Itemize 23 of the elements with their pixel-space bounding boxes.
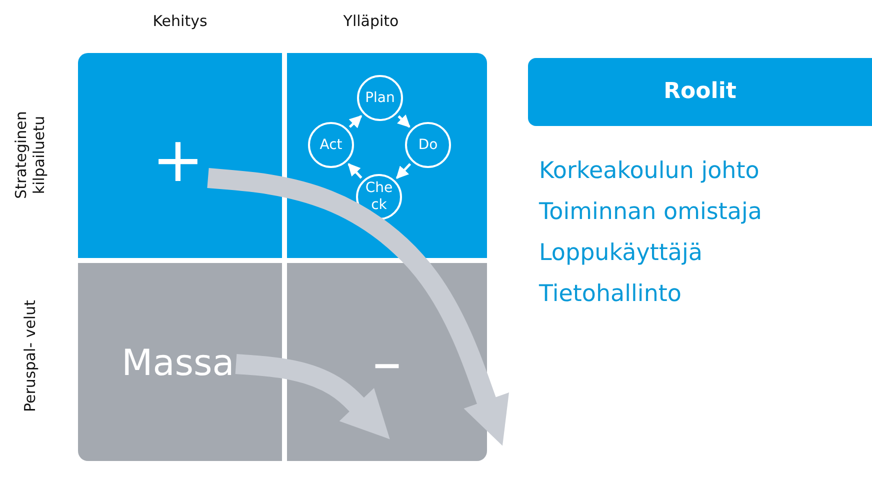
cycle-arrow <box>397 114 410 128</box>
header-box: Roolit <box>528 58 872 126</box>
plus-sign: + <box>148 128 208 192</box>
row-header: Peruspal- velut <box>21 299 39 414</box>
role-item: Tietohallinto <box>539 281 682 307</box>
curved-arrow <box>207 168 509 446</box>
cycle-arrow <box>396 163 412 179</box>
curved-arrow <box>235 354 390 440</box>
quadrant-box <box>78 263 282 461</box>
quadrant-box <box>287 53 487 258</box>
cycle-step-circle: Act <box>308 122 354 168</box>
cycle-arrow <box>348 115 362 128</box>
cycle-step-circle: Do <box>405 122 451 168</box>
quadrant-box <box>78 53 282 258</box>
role-item: Loppukäyttäjä <box>539 240 702 266</box>
quadrant-label: Massa <box>120 340 236 388</box>
column-header: Kehitys <box>152 12 208 30</box>
row-header: Strateginen kilpailuetu <box>12 110 48 201</box>
column-header: Ylläpito <box>343 12 399 30</box>
cycle-arrow <box>348 163 362 179</box>
role-item: Toiminnan omistaja <box>539 199 762 225</box>
cycle-step-circle: Plan <box>357 75 403 121</box>
role-item: Korkeakoulun johto <box>539 158 760 184</box>
